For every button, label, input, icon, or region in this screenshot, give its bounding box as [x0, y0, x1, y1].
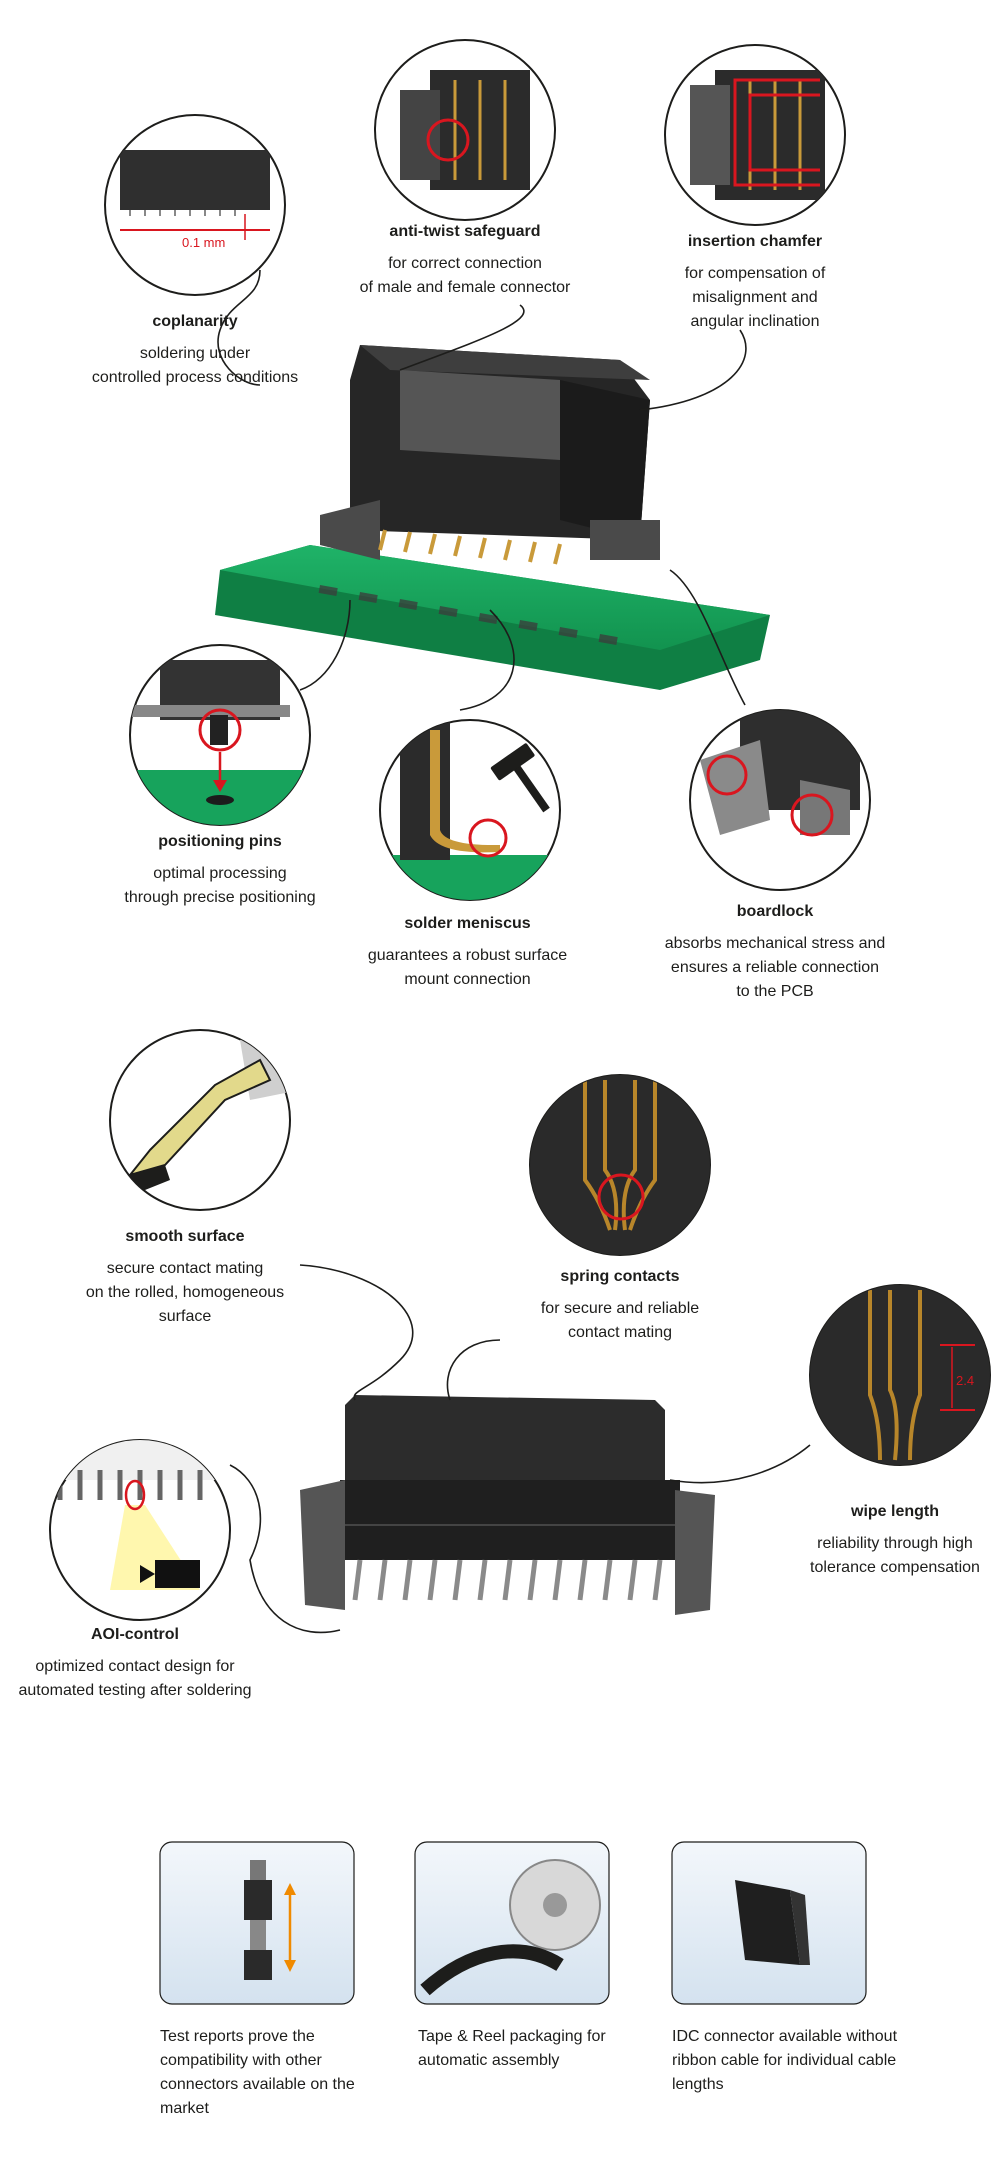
feature-description: soldering under controlled process condi… — [91, 345, 299, 386]
hammer-icon — [490, 743, 550, 813]
feature-title: positioning pins — [158, 833, 282, 850]
solder-meniscus-detail — [379, 719, 561, 901]
feature-description: optimized contact design for automated t… — [18, 1658, 252, 1699]
coplanarity-dimension: 0.1 mm — [182, 235, 225, 250]
leader-lines-bottom — [229, 1264, 811, 1634]
anti-twist-detail — [374, 39, 556, 221]
feature-title: anti-twist safeguard — [389, 223, 541, 240]
feature-boardlock: boardlock absorbs mechanical stress and … — [640, 900, 910, 1004]
feature-description: for secure and reliable contact mating — [540, 1300, 700, 1341]
feature-title: smooth surface — [125, 1228, 245, 1245]
feature-coplanarity: coplanarity soldering under controlled p… — [55, 310, 335, 390]
pcb-board — [215, 545, 770, 690]
card-tape-reel — [414, 1841, 610, 2005]
smooth-surface-detail — [109, 1029, 291, 1211]
feature-smooth-surface: smooth surface secure contact mating on … — [60, 1225, 310, 1329]
camera-icon — [140, 1560, 200, 1588]
feature-aoi-control: AOI-control optimized contact design for… — [5, 1623, 265, 1703]
aoi-control-detail — [49, 1439, 231, 1621]
card-caption-test-reports: Test reports prove the compatibility wit… — [160, 2028, 355, 2117]
leader-lines-top — [217, 269, 747, 711]
feature-title: insertion chamfer — [687, 233, 823, 250]
spring-contacts-detail — [529, 1074, 711, 1256]
feature-title: wipe length — [851, 1503, 939, 1520]
feature-wipe-length: wipe length reliability through high tol… — [790, 1500, 1000, 1580]
feature-title: coplanarity — [152, 313, 238, 330]
feature-title: boardlock — [736, 903, 814, 920]
feature-description: absorbs mechanical stress and ensures a … — [664, 935, 886, 1000]
wipe-length-dimension: 2.4 — [956, 1373, 974, 1388]
card-idc-connector — [671, 1841, 867, 2005]
card-test-reports — [159, 1841, 355, 2005]
feature-description: for compensation of misalignment and ang… — [684, 265, 826, 330]
card-caption-tape-reel: Tape & Reel packaging for automatic asse… — [418, 2028, 606, 2069]
smd-connector-top — [320, 345, 660, 565]
boardlock-detail — [689, 709, 871, 891]
positioning-pins-detail — [129, 644, 311, 826]
feature-title: solder meniscus — [404, 915, 531, 932]
card-caption-idc-connector: IDC connector available without ribbon c… — [672, 2028, 898, 2093]
feature-description: guarantees a robust surface mount connec… — [367, 947, 568, 988]
feature-description: secure contact mating on the rolled, hom… — [85, 1260, 285, 1325]
feature-spring-contacts: spring contacts for secure and reliable … — [505, 1265, 735, 1345]
feature-title: spring contacts — [560, 1268, 680, 1285]
wipe-length-detail — [809, 1284, 991, 1466]
feature-description: for correct connection of male and femal… — [359, 255, 571, 296]
feature-title: AOI-control — [91, 1626, 179, 1643]
feature-positioning-pins: positioning pins optimal processing thro… — [100, 830, 340, 910]
feature-description: reliability through high tolerance compe… — [810, 1535, 980, 1576]
feature-solder-meniscus: solder meniscus guarantees a robust surf… — [340, 912, 595, 992]
coplanarity-detail — [104, 114, 286, 296]
feature-anti-twist: anti-twist safeguard for correct connect… — [330, 220, 600, 300]
feature-insertion-chamfer: insertion chamfer for compensation of mi… — [645, 230, 865, 334]
female-connector-bottom — [300, 1395, 715, 1615]
insertion-chamfer-detail — [664, 44, 846, 226]
feature-description: optimal processing through precise posit… — [124, 865, 316, 906]
